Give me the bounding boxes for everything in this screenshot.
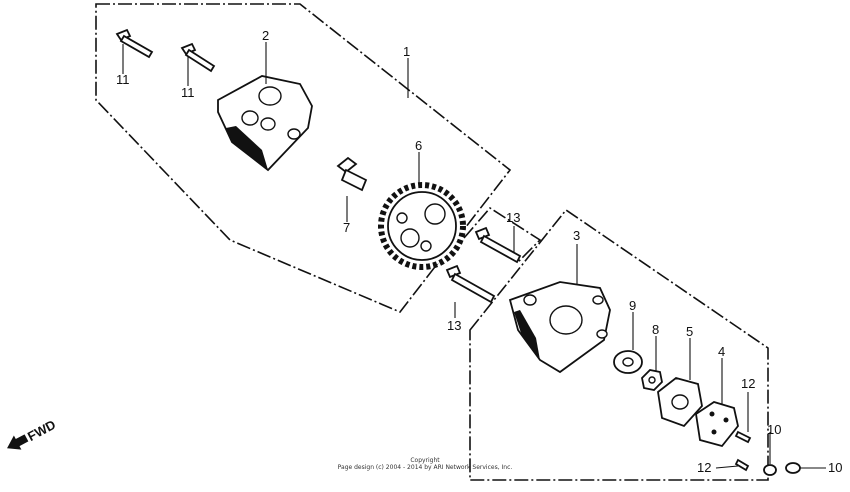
bolt-13-upper-outline <box>463 206 542 263</box>
callout-7: 7 <box>343 220 350 235</box>
fwd-label: FWD <box>25 417 58 444</box>
fwd-arrow: FWD <box>7 417 58 450</box>
assembly-3-outline <box>469 208 769 481</box>
callout-9: 9 <box>629 298 636 313</box>
callout-10-right: 10 <box>828 460 842 475</box>
callout-3: 3 <box>573 228 580 243</box>
callout-13-lower: 13 <box>447 318 461 333</box>
callout-12-lower: 12 <box>697 460 711 475</box>
assembly-1-outline <box>95 3 512 313</box>
callout-1: 1 <box>403 44 410 59</box>
gasket-5 <box>657 377 703 428</box>
pump-body-3 <box>508 281 611 374</box>
o-ring-10-right <box>785 462 801 474</box>
washer-9 <box>613 350 643 374</box>
pump-cover-2 <box>217 75 313 172</box>
callout-12-upper: 12 <box>741 376 755 391</box>
callout-5: 5 <box>686 324 693 339</box>
screw-12-lower <box>734 458 750 472</box>
callout-13-upper: 13 <box>506 210 520 225</box>
bolt-11-left <box>115 28 154 74</box>
leader-lines <box>265 42 826 469</box>
callout-11-left: 11 <box>116 72 130 87</box>
callout-8: 8 <box>652 322 659 337</box>
nut-8 <box>641 369 663 391</box>
callout-2: 2 <box>262 28 269 43</box>
bolt-11-right <box>180 42 216 86</box>
fwd-arrow-icon <box>7 434 29 450</box>
callout-6: 6 <box>415 138 422 153</box>
o-ring-10-left <box>763 464 777 476</box>
plate-4 <box>695 401 739 448</box>
callout-10-upper: 10 <box>767 422 781 437</box>
callout-11-right: 11 <box>181 85 195 100</box>
screw-12-upper <box>734 430 752 444</box>
dowel-pin-7 <box>336 156 368 192</box>
driven-gear-6 <box>378 182 466 270</box>
callout-4: 4 <box>718 344 725 359</box>
copyright-line-1: Copyright <box>410 457 440 464</box>
bolt-13-upper <box>474 226 522 264</box>
bolt-13-lower <box>445 264 496 304</box>
copyright-line-2: Page design (c) 2004 - 2014 by ARI Netwo… <box>338 464 513 471</box>
